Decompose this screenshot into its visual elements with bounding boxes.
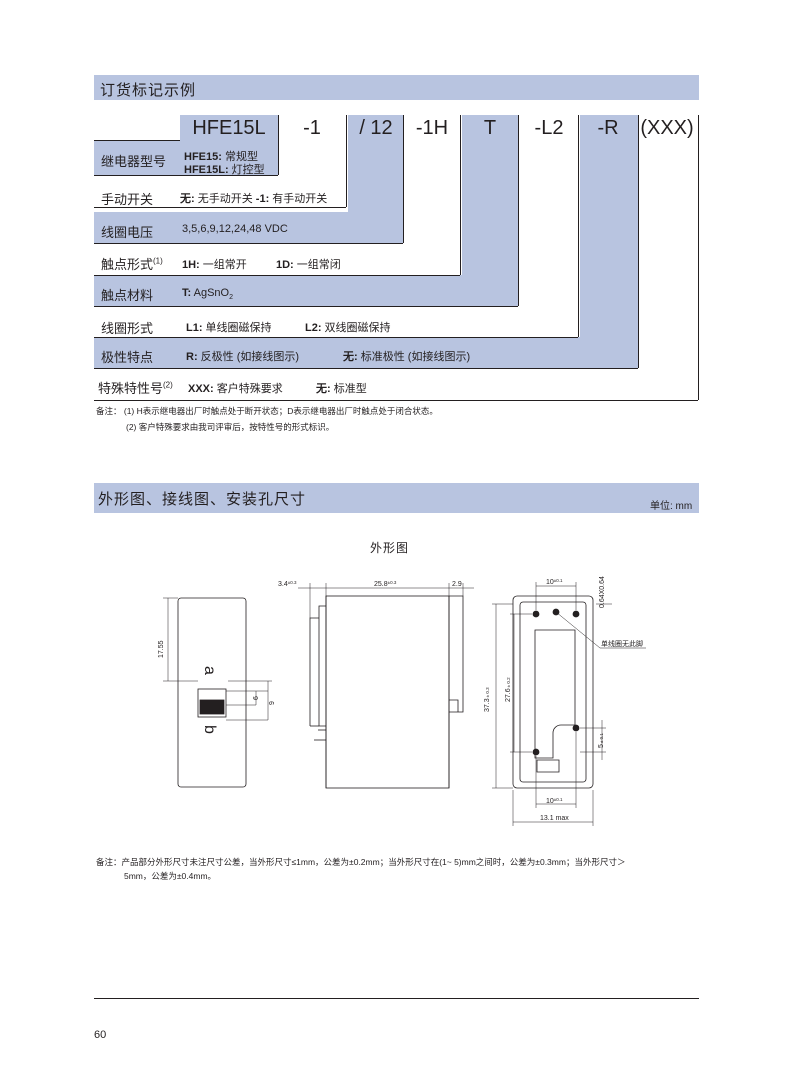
row-line-8	[94, 400, 698, 401]
row-label-polarity: 极性特点	[101, 350, 154, 365]
code-voltage: / 12	[359, 117, 393, 139]
page-number: 60	[94, 1029, 107, 1041]
row-line-6	[94, 337, 578, 338]
row-band-3	[94, 212, 403, 243]
row-line-3	[94, 243, 403, 244]
row-band-1	[94, 140, 278, 175]
row-line-2	[94, 207, 346, 208]
code-special: (XXX)	[640, 117, 694, 139]
step-line-8	[698, 115, 699, 400]
section2-header	[94, 483, 699, 513]
mark-a: a	[201, 666, 218, 675]
row-label-model: 继电器型号	[101, 154, 167, 169]
step-line-7	[638, 115, 639, 368]
step-line-1	[278, 115, 279, 175]
row-line-1	[94, 175, 278, 176]
dim-25-8: 25.8±0.3	[374, 580, 397, 588]
dim-5: 5± 0.1	[598, 733, 605, 748]
row-value-special-2: 无: 标准型	[316, 383, 367, 395]
row-value-contact-material: T: AgSnO2	[182, 287, 233, 302]
row-label-contact-material: 触点材料	[101, 288, 154, 303]
code-polarity: -R	[597, 117, 619, 139]
dim-2-9: 2.9	[452, 581, 462, 588]
dim-0-64: 0.64X0.64	[599, 576, 606, 608]
callout-no-pin: 单线圈无此脚	[601, 639, 643, 648]
row-label-coil-voltage: 线圈电压	[101, 225, 154, 240]
row-line-4	[94, 275, 460, 276]
bottom-view-body	[512, 595, 594, 789]
row-value-polarity-2: 无: 标准极性 (如接线图示)	[343, 351, 471, 363]
footer-rule	[94, 998, 699, 999]
unit-label: 单位: mm	[650, 501, 693, 512]
row-label-special: 特殊特性号(2)	[98, 380, 173, 396]
side-view-body	[325, 595, 450, 789]
step-line-3	[403, 115, 404, 243]
note1-line2: (2) 客户特殊要求由我司评审后，按特性号的形式标识。	[126, 422, 335, 432]
row-value-coil-type-2: L2: 双线圈磁保持	[305, 322, 391, 334]
mark-b: b	[201, 725, 218, 734]
note2-line2: 5mm，公差为±0.4mm。	[124, 871, 217, 881]
code-coil-type: -L2	[534, 117, 564, 139]
dim-27-6: 27.6± 0.2	[505, 677, 512, 702]
dim-37-3: 37.3± 0.3	[484, 687, 491, 712]
step-line-6	[578, 115, 579, 337]
dim-3-4: 3.4±0.3	[278, 580, 297, 588]
code-top-line	[94, 140, 180, 141]
section2-title: 外形图、接线图、安装孔尺寸	[98, 491, 307, 508]
note2-line1: 备注：产品部分外形尺寸未注尺寸公差，当外形尺寸≤1mm，公差为±0.2mm；当外…	[96, 857, 626, 867]
row-label-coil-type: 线圈形式	[101, 321, 154, 336]
row-value-polarity-1: R: 反极性 (如接线图示)	[186, 351, 300, 363]
row-value-special-1: XXX: 客户特殊要求	[188, 383, 283, 395]
row-value-contact-form-1: 1H: 一组常开	[182, 259, 247, 271]
row-value-coil-type-1: L1: 单线圈磁保持	[186, 322, 272, 334]
row-value-contact-form-2: 1D: 一组常闭	[276, 259, 341, 271]
code-contact-form: -1H	[415, 117, 449, 139]
dim-9: 9	[269, 701, 276, 705]
dim-10-bottom: 10±0.1	[546, 797, 563, 805]
code-contact-material: T	[483, 117, 497, 139]
row-value-coil-voltage: 3,5,6,9,12,24,48 VDC	[182, 223, 288, 235]
dim-10-top: 10±0.1	[546, 578, 563, 586]
dim-17-55: 17.55	[158, 640, 165, 658]
step-line-5	[518, 115, 519, 306]
dim-6: 6	[253, 696, 260, 700]
step-line-2	[346, 115, 347, 207]
code-model: HFE15L	[192, 117, 266, 139]
row-band-5	[94, 275, 518, 306]
front-view-body	[177, 597, 247, 788]
row-line-5	[94, 306, 518, 307]
code-block-polarity	[580, 115, 638, 368]
code-manual-switch: -1	[303, 117, 321, 139]
row-value-model-2: HFE15L: 灯控型	[184, 164, 265, 176]
row-value-model-1: HFE15: 常规型	[184, 151, 258, 163]
manual-switch	[197, 688, 227, 718]
note1-line1: 备注： (1) H表示继电器出厂时触点处于断开状态；D表示继电器出厂时触点处于闭…	[96, 406, 438, 416]
drawing-title: 外形图	[370, 541, 410, 555]
row-value-manual-switch: 无: 无手动开关 -1: 有手动开关	[180, 193, 328, 205]
section1-header	[94, 75, 699, 100]
row-label-contact-form: 触点形式(1)	[101, 256, 163, 272]
row-band-7	[94, 337, 638, 368]
row-label-manual-switch: 手动开关	[101, 192, 154, 207]
dim-13-1: 13.1 max	[540, 815, 569, 822]
section1-title: 订货标记示例	[100, 82, 197, 99]
step-line-4	[460, 115, 461, 275]
row-line-7	[94, 368, 638, 369]
code-block-material	[462, 115, 518, 306]
